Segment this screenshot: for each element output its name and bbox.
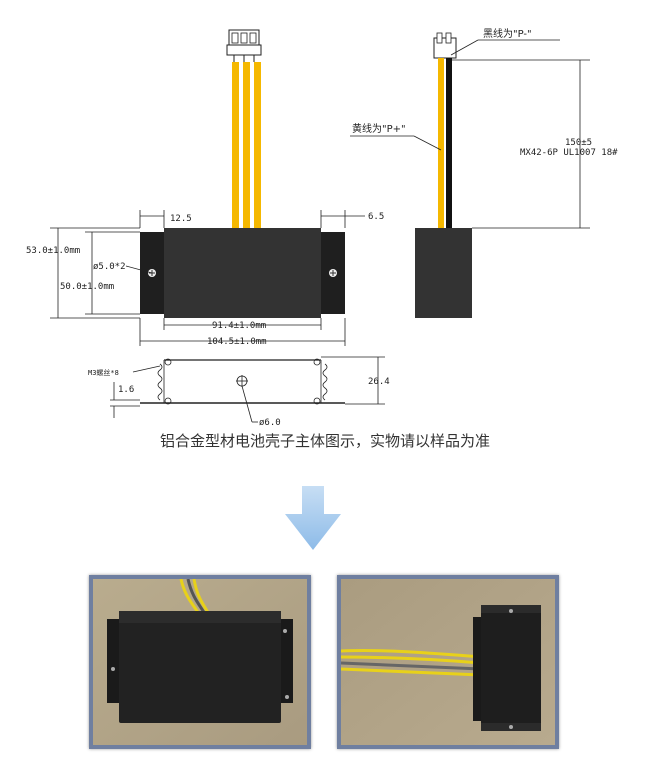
dim-height-inner: 50.0±1.0mm [60,282,114,292]
dim-height-outer: 53.0±1.0mm [26,246,80,256]
technical-drawing: 12.5 6.5 53.0±1.0mm 50.0±1.0mm ø5.0*2 91… [26,27,618,428]
connector-front [226,29,262,62]
wire-length: 150±5 [565,138,592,148]
screw-label: M3螺丝*8 [88,368,119,377]
dim-top-right: 6.5 [368,212,384,222]
connector-side [433,32,457,59]
yellow-wire-label: 黄线为"P+" [352,122,406,135]
dim-hole-front: ø5.0*2 [93,262,126,272]
dim-width-outer: 104.5±1.0mm [207,337,267,347]
box-body-front [164,228,321,318]
dim-top-left: 12.5 [170,214,192,224]
down-arrow-icon [285,486,341,550]
dim-width-inner: 91.4±1.0mm [212,321,266,331]
front-photo [89,575,311,749]
dim-bottom-height: 26.4 [368,377,390,387]
caption: 铝合金型材电池壳子主体图示，实物请以样品为准 [159,432,490,450]
black-wire-side [446,58,452,228]
box-body-side [415,228,472,318]
bottom-view [110,356,385,423]
side-photo [337,575,559,749]
dim-thickness: 1.6 [118,385,134,395]
wire-spec: MX42-6P UL1007 18# [520,148,618,158]
yellow-wires-front [232,62,261,228]
dim-hole-bottom: ø6.0 [259,418,281,428]
yellow-wire-side [438,58,444,228]
black-wire-label: 黑线为"P-" [483,27,532,40]
